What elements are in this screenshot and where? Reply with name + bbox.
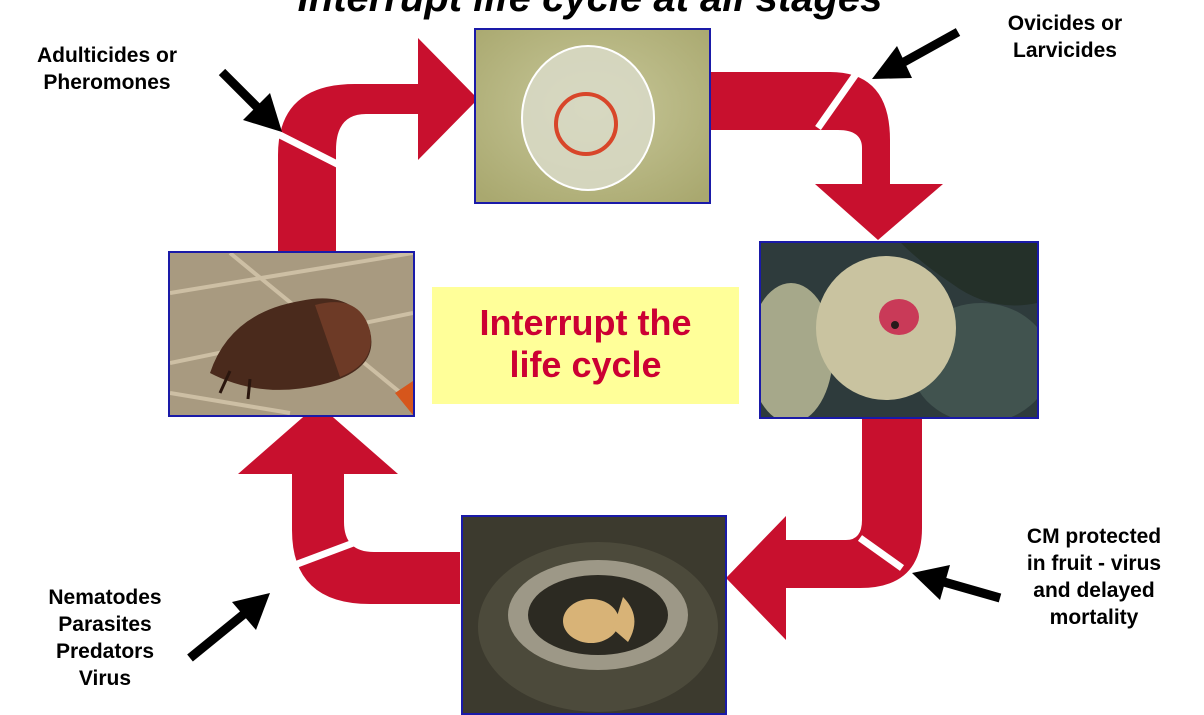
larva-illustration [463,517,725,713]
label-cm-protected: CM protected in fruit - virus and delaye… [994,523,1194,631]
label-line: in fruit - virus [994,550,1194,577]
label-line: mortality [994,604,1194,631]
cycle-arrow-fruit-to-larva [726,418,922,640]
label-line: Parasites [10,611,200,638]
pointer-arrow-bio [190,593,270,658]
label-line: CM protected [994,523,1194,550]
adult-moth-photo [168,251,415,417]
infested-apple-photo [759,241,1039,419]
label-line: Virus [10,665,200,692]
pointer-arrow-egg [872,32,958,79]
cycle-arrow-egg-to-fruit [710,72,943,240]
center-message-line: life cycle [432,344,739,386]
moth-illustration [170,253,413,415]
pointer-arrow-fruit [912,565,1000,600]
label-line: Pheromones [6,69,208,96]
label-line: Ovicides or [950,10,1180,37]
cycle-arrow-larva-to-adult [238,404,460,604]
egg-illustration [476,30,709,202]
label-adulticides: Adulticides or Pheromones [6,42,208,96]
center-message-line: Interrupt the [432,302,739,344]
label-line: Larvicides [950,37,1180,64]
label-line: Nematodes [10,584,200,611]
cycle-arrow-adult-to-egg [278,38,478,252]
larva-cocoon-photo [461,515,727,715]
label-line: Predators [10,638,200,665]
apple-illustration [761,243,1037,417]
egg-photo [474,28,711,204]
label-line: Adulticides or [6,42,208,69]
center-message: Interrupt the life cycle [432,287,739,404]
pointer-arrow-adult [222,72,282,132]
label-line: and delayed [994,577,1194,604]
label-ovicides: Ovicides or Larvicides [950,10,1180,64]
label-biological-control: Nematodes Parasites Predators Virus [10,584,200,692]
